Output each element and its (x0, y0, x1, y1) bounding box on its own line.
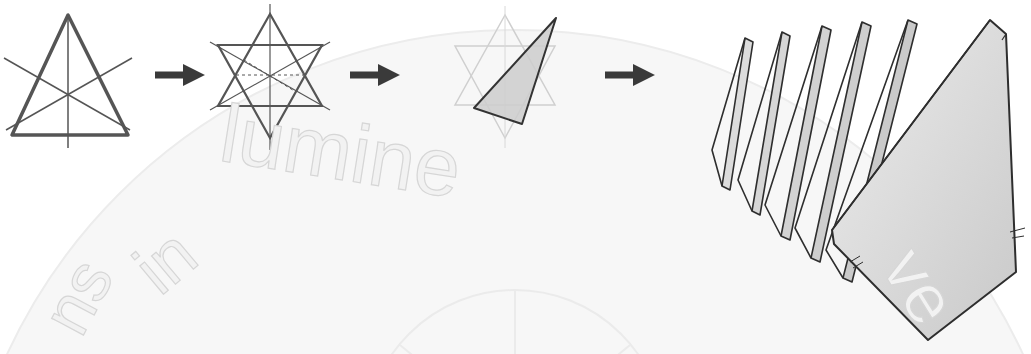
triangle-sketch (4, 15, 132, 148)
selected-triangle-sketch (455, 6, 556, 148)
step-arrow (350, 72, 391, 79)
step-arrow (605, 72, 646, 79)
step-arrow (155, 72, 196, 79)
plate-structure-sketch (712, 20, 1025, 340)
